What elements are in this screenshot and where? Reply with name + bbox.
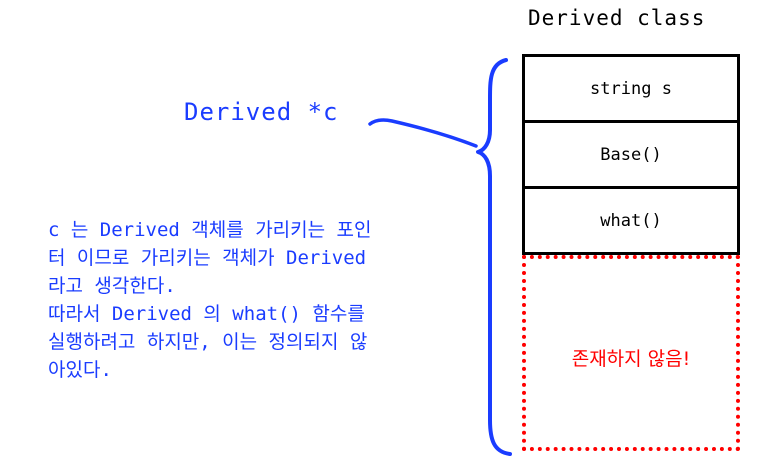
missing-label: 존재하지 않음! [571, 347, 691, 370]
explanation-line: 아있다. [48, 359, 112, 381]
explanation-line: c 는 Derived 객체를 가리키는 포인 [48, 219, 372, 241]
member-label: what() [600, 210, 662, 231]
explanation-line: 터 이므로 가리키는 객체가 Derived [48, 247, 367, 269]
member-box-string-s: string s [522, 54, 740, 123]
pointer-stroke [368, 118, 478, 148]
pointer-label: Derived *c [184, 98, 339, 126]
class-title: Derived class [528, 6, 706, 30]
member-label: Base() [600, 144, 662, 165]
explanation-line: 라고 생각한다. [48, 275, 176, 297]
missing-region: 존재하지 않음! [522, 255, 740, 451]
member-box-what: what() [522, 186, 740, 255]
explanation-line: 실행하려고 하지만, 이는 정의되지 않 [48, 331, 368, 353]
member-label: string s [590, 78, 672, 99]
explanation-text: c 는 Derived 객체를 가리키는 포인 터 이므로 가리키는 객체가 D… [48, 216, 488, 384]
member-box-base-constructor: Base() [522, 120, 740, 189]
explanation-line: 따라서 Derived 의 what() 함수를 [48, 303, 365, 325]
